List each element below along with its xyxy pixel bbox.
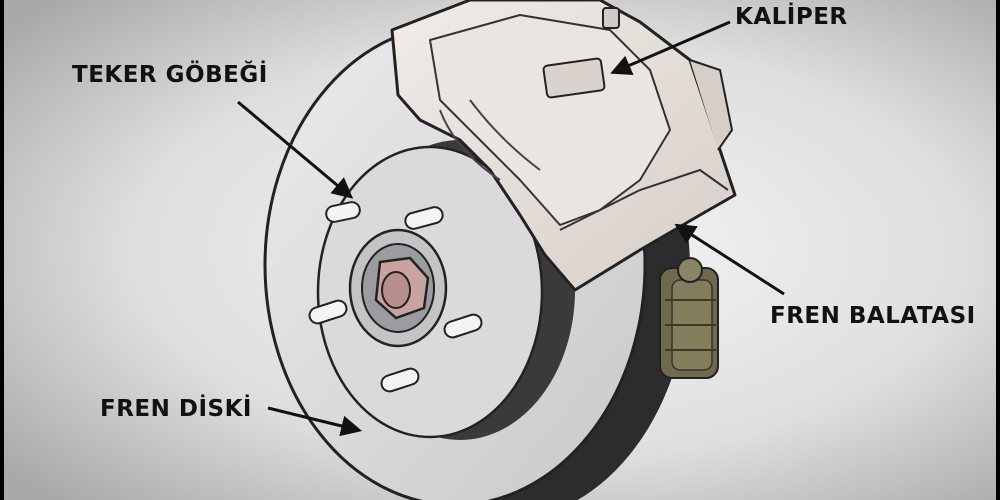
wheel-hub-leader [237,100,354,199]
brake-pad-leader [674,223,785,296]
caliper [390,0,737,292]
brake-pad-label: FREN BALATASI [770,303,976,329]
brake-disc-label: FREN DİSKİ [100,396,252,422]
caliper-leader [610,20,731,75]
wheel-hub-label: TEKER GÖBEĞİ [72,62,268,88]
wheel-studs [308,201,483,393]
brake-disc-leader [267,406,363,437]
brake-pad [659,257,719,379]
left-border [0,0,4,500]
right-border [996,0,1000,500]
hub-nut-center [381,271,411,309]
caliper-label: KALİPER [735,4,848,30]
